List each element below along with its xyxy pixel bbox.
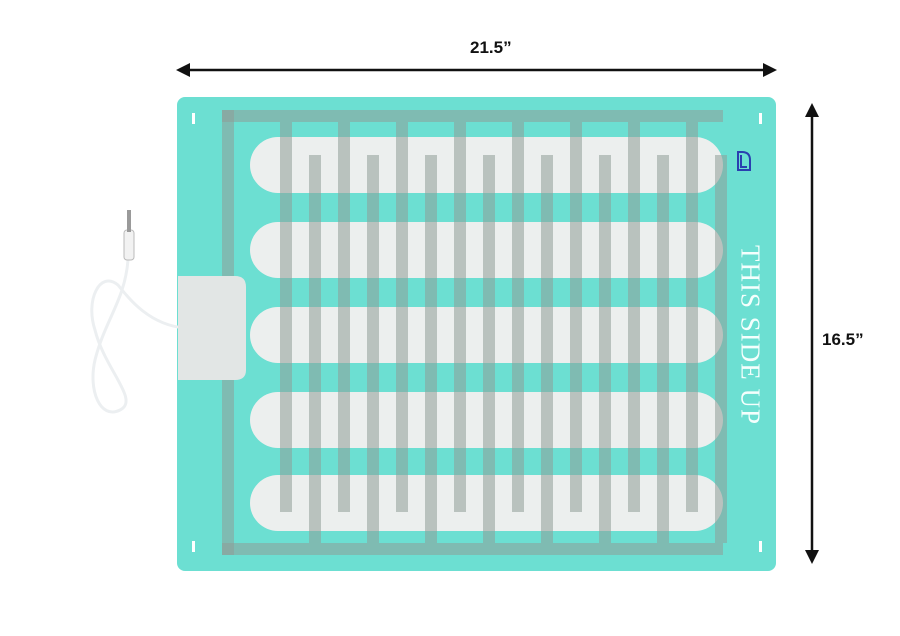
cable xyxy=(90,259,186,414)
trace-finger xyxy=(686,122,698,512)
trace-finger xyxy=(338,122,350,512)
trace-finger xyxy=(657,155,669,543)
trace-finger xyxy=(425,155,437,543)
plug xyxy=(123,229,135,261)
brand-logo xyxy=(737,151,751,171)
this-side-up-text: THIS SIDE UP xyxy=(735,244,766,426)
height-dimension-arrow xyxy=(805,103,819,564)
connector-pad xyxy=(178,276,246,380)
width-label: 21.5” xyxy=(470,38,512,57)
trace-finger xyxy=(512,122,524,512)
trace-finger xyxy=(280,122,292,512)
trace-finger xyxy=(396,122,408,512)
trace-finger xyxy=(570,122,582,512)
plug-pin xyxy=(127,210,131,232)
height-label: 16.5” xyxy=(822,330,864,349)
mounting-slots xyxy=(192,113,762,552)
trace-finger xyxy=(367,155,379,543)
width-dimension-arrow xyxy=(176,63,777,77)
trace-finger xyxy=(628,122,640,512)
conductive-traces xyxy=(222,110,727,555)
trace-finger xyxy=(454,122,466,512)
trace-finger xyxy=(715,155,727,543)
trace-finger xyxy=(309,155,321,543)
trace-finger xyxy=(541,155,553,543)
trace-finger xyxy=(483,155,495,543)
trace-finger xyxy=(599,155,611,543)
